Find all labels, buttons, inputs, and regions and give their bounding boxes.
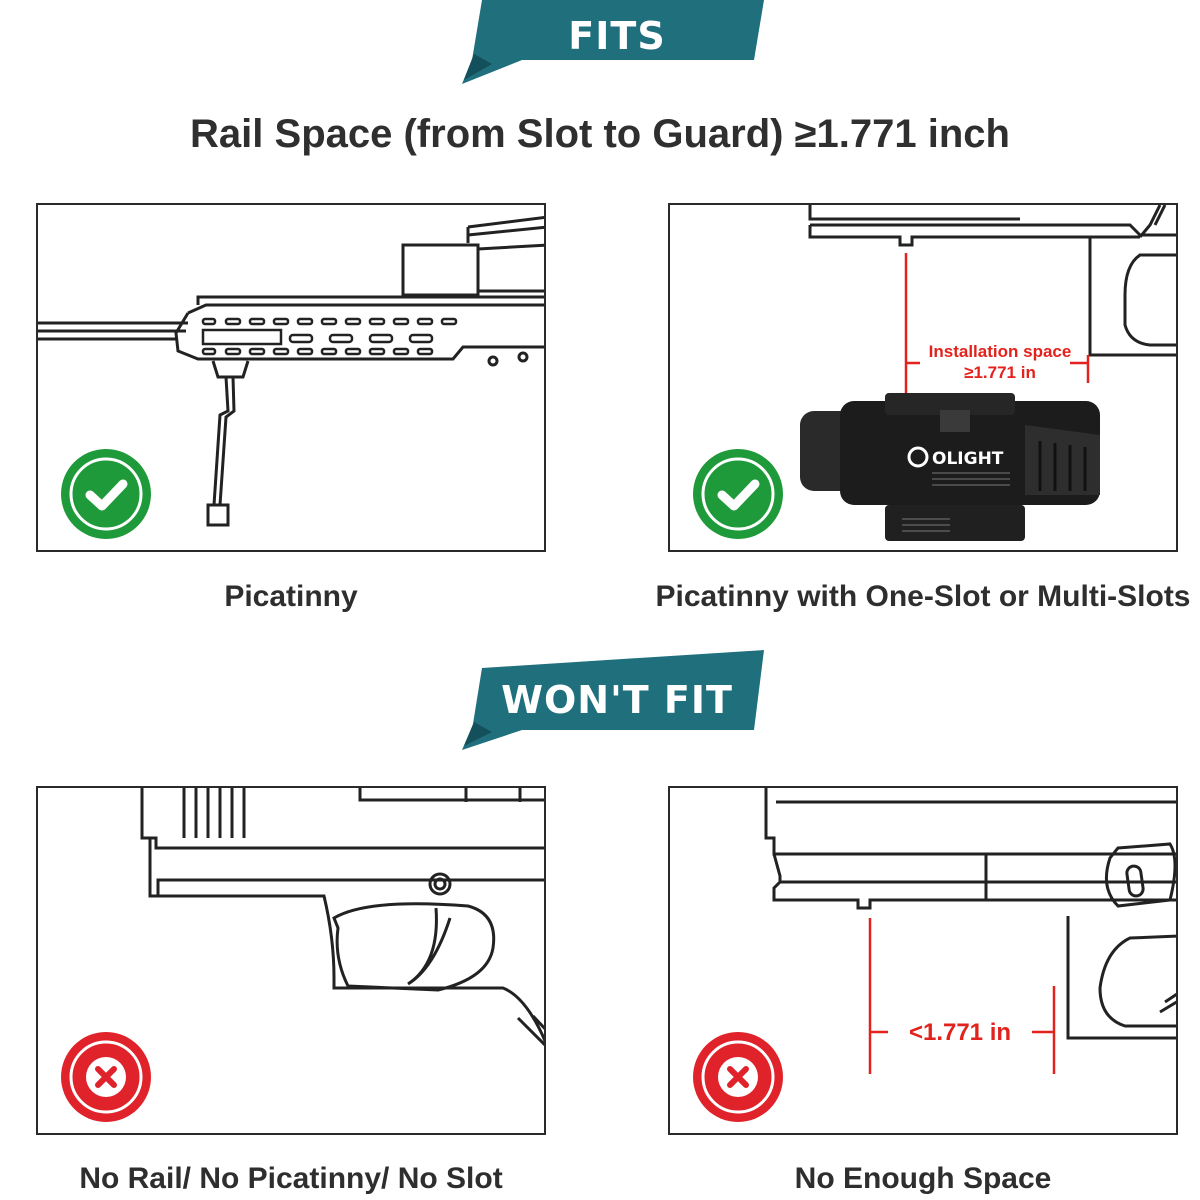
cross-icon [61, 1032, 151, 1122]
cross-icon [693, 1032, 783, 1122]
insufficient-space-value: <1.771 in [909, 1019, 1011, 1046]
installation-space-value: ≥1.771 in [964, 363, 1036, 382]
wont-fit-banner-label: WON'T FIT [501, 678, 733, 722]
weapon-light-product: OLIGHT [800, 393, 1100, 541]
rifle-illustration [38, 215, 544, 527]
check-icon [61, 449, 151, 539]
pistol-with-light-illustration: Installation space ≥1.771 in OLIGHT [800, 205, 1176, 541]
panel-not-enough-space: <1.771 in [668, 786, 1178, 1135]
panel-picatinny [36, 203, 546, 552]
wont-fit-cross-badge [692, 1031, 784, 1123]
fits-banner: FITS [462, 0, 772, 86]
fits-banner-label: FITS [568, 14, 666, 58]
installation-space-title: Installation space [929, 342, 1072, 361]
check-icon [693, 449, 783, 539]
banner-ribbon-shape [462, 0, 764, 84]
fits-check-badge [60, 448, 152, 540]
pistol-short-rail-illustration: <1.771 in [764, 788, 1176, 1074]
pistol-no-rail-illustration [140, 788, 544, 1047]
page-headline: Rail Space (from Slot to Guard) ≥1.771 i… [190, 112, 1010, 156]
product-brand-label: OLIGHT [932, 449, 1004, 469]
banner-ribbon-shape [462, 650, 764, 750]
caption-no-rail: No Rail/ No Picatinny/ No Slot [79, 1162, 503, 1195]
panel-no-rail [36, 786, 546, 1135]
caption-not-enough-space: No Enough Space [794, 1162, 1052, 1195]
fits-check-badge [692, 448, 784, 540]
panel-picatinny-slots: Installation space ≥1.771 in OLIGHT [668, 203, 1178, 552]
caption-picatinny: Picatinny [224, 580, 358, 613]
caption-picatinny-slots: Picatinny with One-Slot or Multi-Slots [655, 580, 1191, 613]
wont-fit-cross-badge [60, 1031, 152, 1123]
wont-fit-banner: WON'T FIT [462, 650, 772, 750]
